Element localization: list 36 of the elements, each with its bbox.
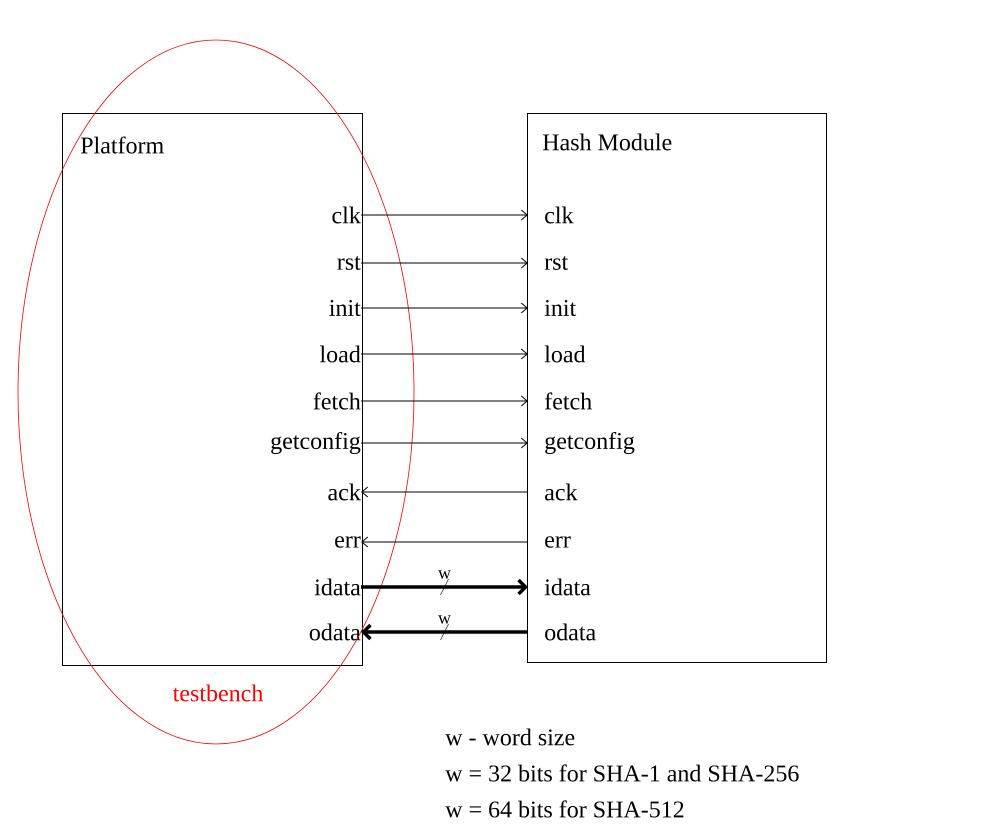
signal-arrow [360,210,528,220]
edge-label: w [438,570,451,579]
pin-label: err [545,536,571,548]
pin-label: odata [545,624,596,640]
pin-label: ack [328,484,361,500]
legend-note: w = 64 bits for SHA-512 [445,800,684,818]
signal-arrow [360,396,528,406]
pin-label: idata [544,578,591,596]
legend-note: w - word size [445,728,574,746]
pin-label: err [335,536,361,548]
pin-label: fetch [544,392,592,410]
pin-label: getconfig [545,432,634,454]
pin-label: clk [545,206,574,224]
legend-note: w = 32 bits for SHA-1 and SHA-256 [445,764,799,782]
signal-arrow [361,536,528,548]
pin-label: idata [314,578,360,596]
edge-label: w [438,615,451,624]
pin-label: clk [332,206,361,224]
signal-arrow [360,302,528,314]
signal-arrow [361,486,528,498]
pin-label: fetch [314,392,360,410]
signal-arrow [360,438,528,448]
pin-label: getconfig [271,432,360,454]
pin-label: load [544,346,586,362]
signal-arrow [361,578,528,596]
boundary-label: testbench [172,684,264,702]
pin-label: load [320,346,361,362]
pin-label: rst [337,256,361,270]
signal-arrow [360,258,528,268]
pin-label: init [544,300,576,316]
signal-arrow [360,348,528,360]
pin-label: init [329,300,361,316]
pin-label: rst [544,256,568,270]
pin-label: ack [545,484,578,500]
signal-arrow [361,624,528,640]
pin-label: odata [310,624,360,640]
